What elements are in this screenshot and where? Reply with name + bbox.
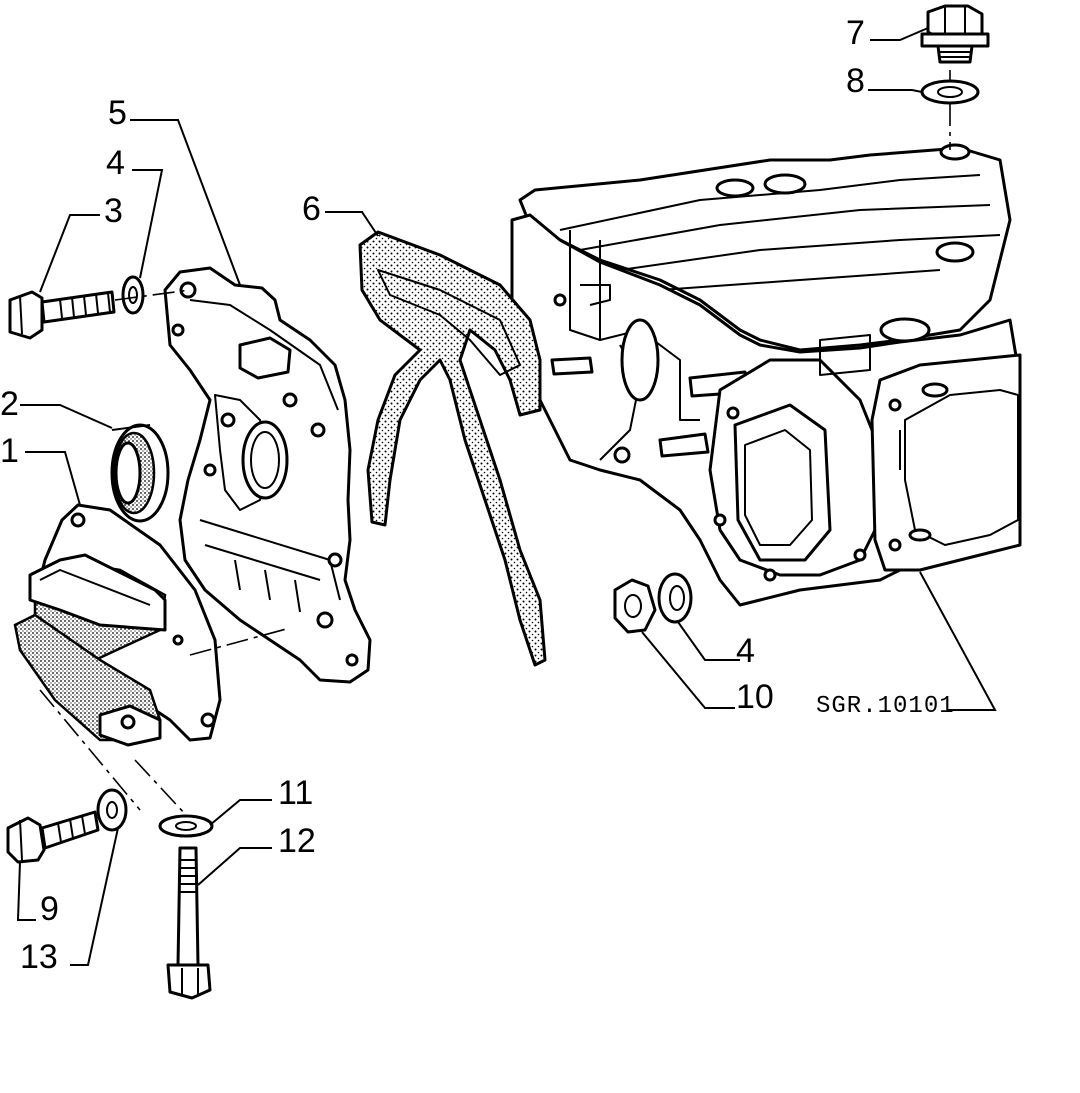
front-cover-part-5	[163, 266, 372, 684]
washer-part-13	[96, 788, 128, 832]
bracket-part-1	[13, 503, 222, 747]
callout-1: 1	[0, 432, 19, 470]
washer-part-4-lower	[657, 572, 693, 624]
engine-block	[510, 143, 1022, 607]
callout-4-upper: 4	[106, 144, 125, 182]
callout-labels: 1 2 3 4 4 5 6 7 8 9 10 11 12 13 SGR.1010…	[0, 14, 955, 976]
gasket-part-6	[358, 230, 547, 667]
washer-part-11	[158, 814, 214, 838]
callout-4-lower: 4	[736, 632, 755, 670]
bolt-part-3	[8, 290, 116, 340]
callout-10: 10	[736, 678, 774, 716]
callout-5: 5	[108, 94, 127, 132]
callout-7: 7	[846, 14, 865, 52]
plug-part-7	[920, 4, 990, 64]
callout-13: 13	[20, 938, 58, 976]
callout-3: 3	[104, 192, 123, 230]
callout-12: 12	[278, 822, 316, 860]
assembly-axes	[39, 70, 951, 816]
bolt-part-9	[6, 810, 100, 864]
callout-6: 6	[302, 190, 321, 228]
oil-seal-part-2	[110, 423, 170, 523]
callout-2: 2	[0, 385, 19, 423]
leader-lines	[16, 27, 997, 966]
nut-part-10	[613, 578, 657, 634]
reference-code: SGR.10101	[816, 693, 955, 720]
callout-8: 8	[846, 62, 865, 100]
callout-9: 9	[40, 890, 59, 928]
callout-11: 11	[278, 774, 313, 812]
bolt-part-12	[166, 846, 212, 1000]
washer-part-4-upper	[121, 275, 145, 315]
washer-part-8	[920, 79, 980, 105]
